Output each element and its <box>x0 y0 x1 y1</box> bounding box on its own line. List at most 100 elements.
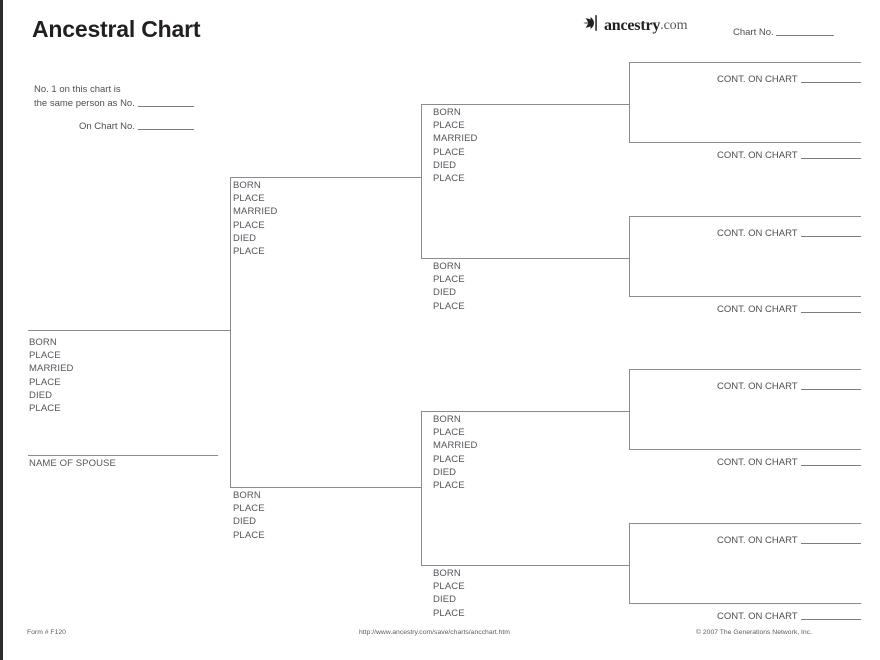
gen3-1-field-2: MARRIED <box>433 133 478 145</box>
gen4-7-cont-field[interactable] <box>800 534 861 544</box>
gen4-3-cont-label: CONT. ON CHART <box>717 228 798 239</box>
gen2-father-fields: BORN PLACE MARRIED PLACE DIED PLACE <box>233 179 278 258</box>
gen2-father-field-3: PLACE <box>233 219 265 231</box>
gen4-3-name-line[interactable] <box>629 216 861 217</box>
chart-no-label-group: Chart No. <box>733 26 835 38</box>
gen3-2-field-2: DIED <box>433 287 457 299</box>
gen4-bracket-a <box>629 62 630 142</box>
gen2-father-field-2: MARRIED <box>233 206 278 218</box>
gen2-mother-field-0: BORN <box>233 490 261 501</box>
gen4-6-cont-label: CONT. ON CHART <box>717 457 798 468</box>
gen4-4-cont-label: CONT. ON CHART <box>717 304 798 315</box>
logo-wordmark: ancestry <box>604 16 661 34</box>
gen3-1-field-3: PLACE <box>433 146 465 158</box>
page-title: Ancestral Chart <box>32 16 201 42</box>
person1-name-line[interactable] <box>28 330 231 331</box>
gen3-4-fields: BORN PLACE DIED PLACE <box>433 567 465 620</box>
gen3-2-field-0: BORN <box>433 261 461 272</box>
footer-url[interactable]: http://www.ancestry.com/save/charts/ancc… <box>359 629 510 636</box>
gen2-father-field-4: DIED <box>233 232 257 244</box>
gen2-bracket <box>230 177 231 488</box>
xref-line-3: On Chart No. <box>79 121 135 132</box>
connector-gen3-3-to-gen4-c <box>619 411 629 412</box>
gen3-2-fields: BORN PLACE DIED PLACE <box>433 260 465 313</box>
gen4-6-name-line[interactable] <box>629 449 861 450</box>
person1-field-0: BORN <box>29 337 57 348</box>
gen4-2-name-line[interactable] <box>629 142 861 143</box>
gen3-1-field-4: DIED <box>433 159 457 171</box>
gen4-5-name-line[interactable] <box>629 369 861 370</box>
xref-person-number-field[interactable] <box>137 97 194 107</box>
gen4-8-cont: CONT. ON CHART <box>717 610 861 622</box>
ancestry-logo: ancestry.com <box>581 14 687 37</box>
connector-gen3-2-to-gen4-b <box>619 258 629 259</box>
gen2-father-name-line[interactable] <box>230 177 421 178</box>
gen2-father-field-1: PLACE <box>233 193 265 205</box>
footer-copyright: © 2007 The Generations Network, Inc. <box>696 629 812 636</box>
person1-field-5: PLACE <box>29 403 61 415</box>
gen3-3-field-3: PLACE <box>433 453 465 465</box>
gen2-mother-field-1: PLACE <box>233 503 265 515</box>
gen3-4-field-0: BORN <box>433 568 461 579</box>
gen4-8-name-line[interactable] <box>629 603 861 604</box>
person1-spouse-label: NAME OF SPOUSE <box>29 458 116 469</box>
gen3-upper-bracket <box>421 104 422 259</box>
gen2-mother-field-2: DIED <box>233 516 257 528</box>
gen3-1-field-1: PLACE <box>433 120 465 132</box>
gen3-2-field-3: PLACE <box>433 300 465 312</box>
gen3-4-field-3: PLACE <box>433 607 465 619</box>
gen4-bracket-b <box>629 216 630 296</box>
gen3-1-name-line[interactable] <box>421 104 629 105</box>
logo-dotcom: .com <box>660 17 688 33</box>
gen4-2-cont-label: CONT. ON CHART <box>717 150 798 161</box>
gen3-3-field-2: MARRIED <box>433 440 478 452</box>
gen4-1-name-line[interactable] <box>629 62 861 63</box>
chart-no-field[interactable] <box>776 26 835 36</box>
gen4-8-cont-field[interactable] <box>800 610 861 620</box>
gen3-3-field-4: DIED <box>433 466 457 478</box>
gen4-6-cont-field[interactable] <box>800 456 861 466</box>
gen4-bracket-d <box>629 523 630 603</box>
xref-chart-number-row: On Chart No. <box>79 120 194 134</box>
leaf-icon <box>581 14 603 37</box>
gen4-7-cont-label: CONT. ON CHART <box>717 535 798 546</box>
gen4-2-cont-field[interactable] <box>800 149 861 159</box>
gen3-3-name-line[interactable] <box>421 411 629 412</box>
gen3-4-field-2: DIED <box>433 594 457 606</box>
gen4-3-cont: CONT. ON CHART <box>717 227 861 239</box>
gen2-mother-name-line[interactable] <box>230 487 421 488</box>
gen4-1-cont-label: CONT. ON CHART <box>717 74 798 85</box>
gen3-4-name-line[interactable] <box>421 565 629 566</box>
xref-chart-number-field[interactable] <box>137 120 194 130</box>
gen2-father-field-0: BORN <box>233 180 261 191</box>
person1-spouse-line[interactable] <box>28 455 218 456</box>
gen3-1-field-5: PLACE <box>433 173 465 185</box>
gen4-7-name-line[interactable] <box>629 523 861 524</box>
xref-line-1: No. 1 on this chart is <box>34 84 121 95</box>
gen4-4-cont-field[interactable] <box>800 303 861 313</box>
chart-no-label: Chart No. <box>733 27 774 38</box>
gen3-3-field-5: PLACE <box>433 480 465 492</box>
gen3-3-fields: BORN PLACE MARRIED PLACE DIED PLACE <box>433 413 478 492</box>
gen3-3-field-0: BORN <box>433 414 461 425</box>
connector-gen3-4-to-gen4-d <box>619 565 629 566</box>
gen4-1-cont-field[interactable] <box>800 73 861 83</box>
gen4-3-cont-field[interactable] <box>800 227 861 237</box>
gen3-3-field-1: PLACE <box>433 427 465 439</box>
gen4-5-cont: CONT. ON CHART <box>717 380 861 392</box>
chart-cross-reference: No. 1 on this chart is the same person a… <box>34 83 194 134</box>
person1-field-1: PLACE <box>29 350 61 362</box>
gen2-mother-field-3: PLACE <box>233 529 265 541</box>
connector-gen3-1-to-gen4-a <box>619 104 629 105</box>
gen3-1-fields: BORN PLACE MARRIED PLACE DIED PLACE <box>433 106 478 185</box>
gen3-2-name-line[interactable] <box>421 258 629 259</box>
gen3-2-field-1: PLACE <box>433 274 465 286</box>
gen4-4-name-line[interactable] <box>629 296 861 297</box>
gen4-5-cont-label: CONT. ON CHART <box>717 381 798 392</box>
gen2-mother-fields: BORN PLACE DIED PLACE <box>233 489 265 542</box>
footer-form-number: Form # F120 <box>27 629 66 636</box>
person1-fields: BORN PLACE MARRIED PLACE DIED PLACE <box>29 336 74 415</box>
gen4-5-cont-field[interactable] <box>800 380 861 390</box>
gen4-7-cont: CONT. ON CHART <box>717 534 861 546</box>
